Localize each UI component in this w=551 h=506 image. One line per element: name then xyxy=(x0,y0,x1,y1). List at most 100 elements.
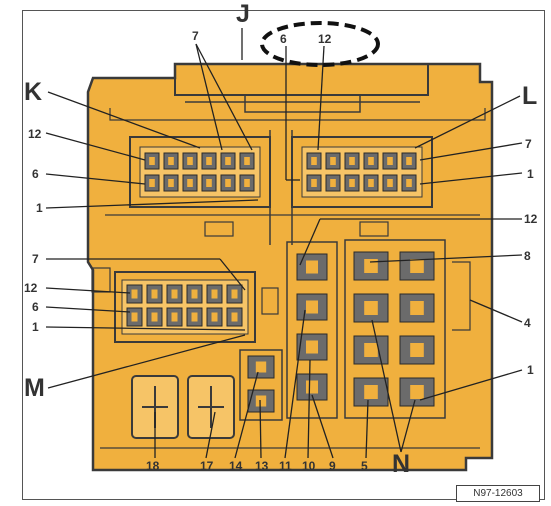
single-column-terminal-contact xyxy=(306,260,318,274)
single-column-terminal xyxy=(296,333,328,361)
n-terminal-contact xyxy=(410,301,424,315)
n-terminal-contact xyxy=(410,385,424,399)
callout-line xyxy=(400,399,416,453)
k-terminal-contact xyxy=(206,179,212,187)
callout-line xyxy=(234,371,259,459)
k-terminal-contact xyxy=(206,157,212,165)
label-L: L xyxy=(522,82,538,110)
label-b-10: 10 xyxy=(302,459,316,473)
callout-line xyxy=(365,399,369,459)
l-terminal-contact xyxy=(349,179,355,187)
l-terminal-contact xyxy=(311,179,317,187)
callout-line xyxy=(219,258,246,291)
m-terminal-contact xyxy=(191,289,198,299)
m-terminal-contact xyxy=(231,289,238,299)
n-terminal-contact xyxy=(364,385,378,399)
label-m-1: 1 xyxy=(32,320,39,334)
label-l-12: 12 xyxy=(524,212,538,226)
label-top-7: 7 xyxy=(192,29,199,43)
label-N: N xyxy=(392,450,411,478)
m-terminal-contact xyxy=(171,289,178,299)
callout-line xyxy=(45,132,146,161)
label-K: K xyxy=(24,78,43,106)
k-terminal-contact xyxy=(149,157,155,165)
label-m-7: 7 xyxy=(32,252,39,266)
m-terminal-contact xyxy=(191,312,198,322)
l-terminal-contact xyxy=(311,157,317,165)
l-terminal-contact xyxy=(330,157,336,165)
callout-line xyxy=(469,299,523,323)
label-b-9: 9 xyxy=(329,459,336,473)
callout-line xyxy=(299,218,321,266)
callout-line xyxy=(369,254,523,263)
label-m-12: 12 xyxy=(24,281,38,295)
single-column-terminal-contact xyxy=(306,340,318,354)
label-b-5: 5 xyxy=(361,459,368,473)
n-terminal-contact xyxy=(364,259,378,273)
terminal-group xyxy=(126,152,435,413)
m-terminal-contact xyxy=(151,289,158,299)
m-terminal-contact xyxy=(131,312,138,322)
terminal-14-contact xyxy=(255,361,267,373)
callout-line xyxy=(45,326,246,331)
callout-line xyxy=(195,43,223,151)
label-b-18: 18 xyxy=(146,459,160,473)
label-n-1: 1 xyxy=(527,363,534,377)
highlight-ellipse xyxy=(260,21,380,67)
callout-line xyxy=(317,45,325,151)
callout-line xyxy=(284,309,306,459)
m-terminal-contact xyxy=(131,289,138,299)
label-k-1: 1 xyxy=(36,201,43,215)
l-terminal-contact xyxy=(406,157,412,165)
callout-line xyxy=(45,287,131,294)
l-terminal-contact xyxy=(368,179,374,187)
label-k-12: 12 xyxy=(28,127,42,141)
label-b-11: 11 xyxy=(279,459,292,473)
label-l-7: 7 xyxy=(525,137,532,151)
k-terminal-contact xyxy=(149,179,155,187)
callout-line xyxy=(259,399,262,459)
label-J: J xyxy=(236,0,250,28)
callout-line xyxy=(45,306,131,313)
m-terminal-contact xyxy=(211,312,218,322)
k-terminal-contact xyxy=(225,179,231,187)
callout-lines xyxy=(45,28,523,459)
label-l-1: 1 xyxy=(527,167,534,181)
l-terminal-contact xyxy=(330,179,336,187)
label-M: M xyxy=(24,374,45,402)
m-terminal-contact xyxy=(211,289,218,299)
l-terminal-contact xyxy=(406,179,412,187)
k-terminal-contact xyxy=(225,157,231,165)
label-n-8: 8 xyxy=(524,249,531,263)
l-terminal-contact xyxy=(368,157,374,165)
l-terminal-contact xyxy=(387,157,393,165)
k-terminal-contact xyxy=(168,179,174,187)
figure-reference: N97-12603 xyxy=(456,485,540,502)
label-b-14: 14 xyxy=(229,459,243,473)
terminal-13-contact xyxy=(255,395,267,407)
callout-line xyxy=(419,142,523,161)
callout-line xyxy=(414,95,521,149)
callout-line xyxy=(419,369,523,401)
m-terminal-contact xyxy=(171,312,178,322)
callout-line xyxy=(47,334,246,389)
label-b-17: 17 xyxy=(200,459,214,473)
label-b-13: 13 xyxy=(255,459,269,473)
n-terminal-contact xyxy=(410,343,424,357)
callout-line xyxy=(307,359,311,459)
n-connector-block xyxy=(344,239,446,419)
k-terminal-contact xyxy=(244,179,250,187)
callout-line xyxy=(47,91,201,149)
label-n-4: 4 xyxy=(524,316,531,330)
callout-line xyxy=(311,394,334,459)
k-terminal-contact xyxy=(168,157,174,165)
label-k-6: 6 xyxy=(32,167,39,181)
m-terminal-contact xyxy=(231,312,238,322)
top-latch xyxy=(174,64,429,96)
l-terminal-contact xyxy=(387,179,393,187)
m-terminal-contact xyxy=(151,312,158,322)
l-terminal-contact xyxy=(349,157,355,165)
callout-line xyxy=(45,199,259,209)
callout-line xyxy=(45,173,146,185)
callout-line xyxy=(205,411,216,459)
